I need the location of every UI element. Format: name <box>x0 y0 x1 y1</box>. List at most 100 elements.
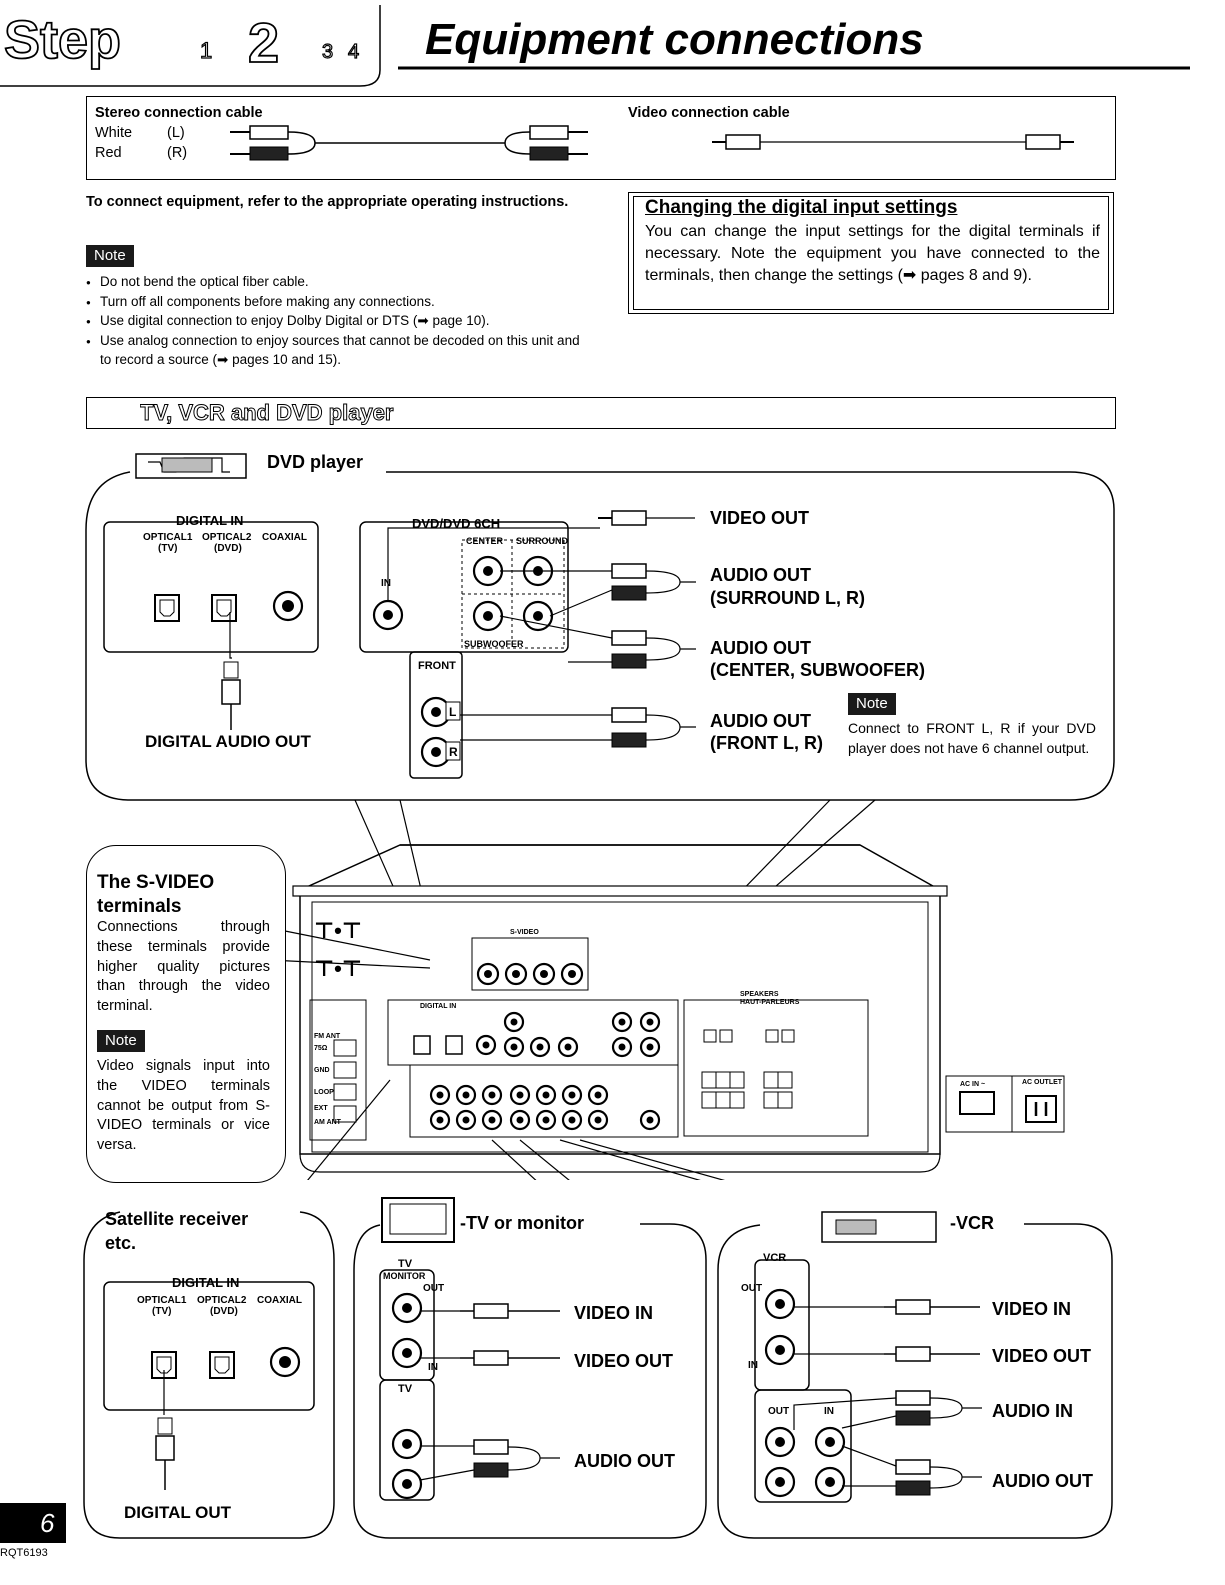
vcr-video-in-label: VIDEO IN <box>992 1299 1072 1319</box>
dvd-in-label: IN <box>381 578 391 589</box>
video-out-plug <box>598 510 695 526</box>
dvd-dvd-label: (DVD) <box>214 543 242 554</box>
svg-text:DIGITAL IN: DIGITAL IN <box>420 1003 456 1010</box>
front-l-mark: L <box>449 705 456 719</box>
tv-video-out-label: VIDEO OUT <box>574 1351 674 1371</box>
satellite-title-line1: Satellite receiver <box>105 1209 249 1229</box>
dvd-tv-label: (TV) <box>158 543 178 554</box>
vcr-icon <box>821 1211 937 1243</box>
tv-out-label: OUT <box>423 1283 445 1294</box>
digital-settings-text: You can change the input settings for th… <box>645 223 1100 284</box>
svg-text:⊤•⊤: ⊤•⊤ <box>314 956 362 981</box>
page-number-tab <box>0 1503 66 1543</box>
svg-text:⊤•⊤: ⊤•⊤ <box>314 918 362 943</box>
tv-monitor-label: MONITOR <box>383 1271 426 1281</box>
center-sub-label: (CENTER, SUBWOOFER) <box>710 660 925 680</box>
svg-text:LOOP: LOOP <box>314 1089 334 1096</box>
front-label: FRONT <box>418 660 456 672</box>
svg-text:S-VIDEO: S-VIDEO <box>510 929 539 936</box>
tv-video-in-label: VIDEO IN <box>574 1303 654 1323</box>
svg-text:SPEAKERS: SPEAKERS <box>740 991 779 998</box>
vcr-audio-out-col: OUT <box>768 1406 790 1417</box>
doc-code: RQT6193 <box>0 1547 48 1559</box>
center-label: CENTER <box>466 536 504 546</box>
sat-dvd-label: (DVD) <box>210 1306 238 1317</box>
svg-text:EXT: EXT <box>314 1105 328 1112</box>
svg-text:AC IN ~: AC IN ~ <box>960 1081 985 1088</box>
sat-digital-out-label: DIGITAL OUT <box>124 1503 232 1522</box>
sat-optical2-label: OPTICAL2 <box>197 1295 247 1306</box>
step-number-4: 4 <box>348 41 359 63</box>
tv-in-label: IN <box>428 1362 438 1373</box>
vcr-audio-out-label: AUDIO OUT <box>992 1471 1093 1491</box>
sat-digital-in-label: DIGITAL IN <box>172 1275 240 1290</box>
section-title-graphic: TV, VCR and DVD player <box>140 400 394 426</box>
section-bar <box>86 397 1116 429</box>
sat-tv-label: (TV) <box>152 1306 172 1317</box>
stereo-cable-title: Stereo connection cable <box>95 105 263 121</box>
dvd-video-out-label: VIDEO OUT <box>710 508 810 528</box>
white-channel: (L) <box>167 125 185 141</box>
dvd-optical1-label: OPTICAL1 <box>143 532 193 543</box>
tv-icon <box>381 1197 455 1243</box>
dvd-audio-out-front: AUDIO OUT <box>710 711 811 731</box>
page-title: Equipment connections <box>425 15 924 64</box>
video-cable-icon <box>712 134 1074 150</box>
dvd-note-badge: Note <box>848 693 896 715</box>
svg-text:AM ANT: AM ANT <box>314 1119 342 1126</box>
svg-text:FM ANT: FM ANT <box>314 1033 341 1040</box>
tv-monitor-title: -TV or monitor <box>460 1213 584 1233</box>
svideo-title: The S-VIDEO terminals <box>97 872 215 917</box>
svg-text:75Ω: 75Ω <box>314 1045 328 1052</box>
svg-text:HAUT-PARLEURS: HAUT-PARLEURS <box>740 999 800 1006</box>
tv-top-label: TV <box>398 1258 413 1270</box>
bullet-item: Do not bend the optical fiber cable. <box>86 272 586 292</box>
dvd-panel-graphic: L R <box>85 453 1115 801</box>
digital-audio-out-label: DIGITAL AUDIO OUT <box>145 732 311 751</box>
bullet-item: Turn off all components before making an… <box>86 292 586 311</box>
step-word: Step <box>4 10 121 70</box>
dvd6ch-label: DVD/DVD 6CH <box>412 516 501 531</box>
video-cable-title: Video connection cable <box>628 105 790 121</box>
step-divider <box>0 5 381 87</box>
vcr-audio-in-label: AUDIO IN <box>992 1401 1073 1421</box>
page-number: 6 <box>40 1508 55 1538</box>
svideo-note-text: Video signals input into the VIDEO termi… <box>97 1058 270 1154</box>
svg-text:GND: GND <box>314 1067 330 1074</box>
step-number-2-current: 2 <box>248 11 279 74</box>
vcr-title: -VCR <box>950 1213 994 1233</box>
white-label: White <box>95 125 133 141</box>
satellite-title-line2: etc. <box>105 1233 137 1253</box>
subwoofer-label: SUBWOOFER <box>464 639 524 649</box>
front-r-mark: R <box>449 745 458 759</box>
dvd-digital-in-label: DIGITAL IN <box>176 513 244 528</box>
sat-optical1-label: OPTICAL1 <box>137 1295 187 1306</box>
dvd-player-icon <box>135 453 247 479</box>
svideo-text: Connections through these terminals prov… <box>97 919 270 1015</box>
tv-audio-out-label: AUDIO OUT <box>574 1451 675 1471</box>
vcr-in-label: IN <box>748 1360 758 1371</box>
bullet-item: Use analog connection to enjoy sources t… <box>86 331 586 370</box>
svideo-note-badge: Note <box>97 1030 145 1052</box>
step-number-3: 3 <box>322 41 333 63</box>
svideo-bubble <box>86 845 286 1183</box>
sat-coaxial-label: COAXIAL <box>257 1295 302 1306</box>
digital-settings-box-outer <box>628 192 1114 314</box>
intro-note-badge: Note <box>86 245 134 267</box>
vcr-audio-in-col: IN <box>824 1406 834 1417</box>
cable-legend-box <box>86 96 1116 180</box>
digital-settings-box-inner <box>633 196 1109 310</box>
surround-lr-label: (SURROUND L, R) <box>710 588 865 608</box>
intro-bullet-list: Do not bend the optical fiber cable. Tur… <box>86 272 586 370</box>
vcr-out-label: OUT <box>741 1283 763 1294</box>
stereo-cable-icon <box>230 125 588 161</box>
dvd-optical2-label: OPTICAL2 <box>202 532 252 543</box>
dvd-coaxial-label: COAXIAL <box>262 532 307 543</box>
tv-section-label: TV <box>398 1383 413 1395</box>
surround-label: SURROUND <box>516 536 569 546</box>
header-graphic: Step 1 2 3 4 <box>0 5 1190 87</box>
intro-text: To connect equipment, refer to the appro… <box>86 194 569 210</box>
front-lr-label: (FRONT L, R) <box>710 733 823 753</box>
svg-text:AC OUTLET: AC OUTLET <box>1022 1079 1063 1086</box>
section-title: TV, VCR and DVD player <box>140 400 394 425</box>
